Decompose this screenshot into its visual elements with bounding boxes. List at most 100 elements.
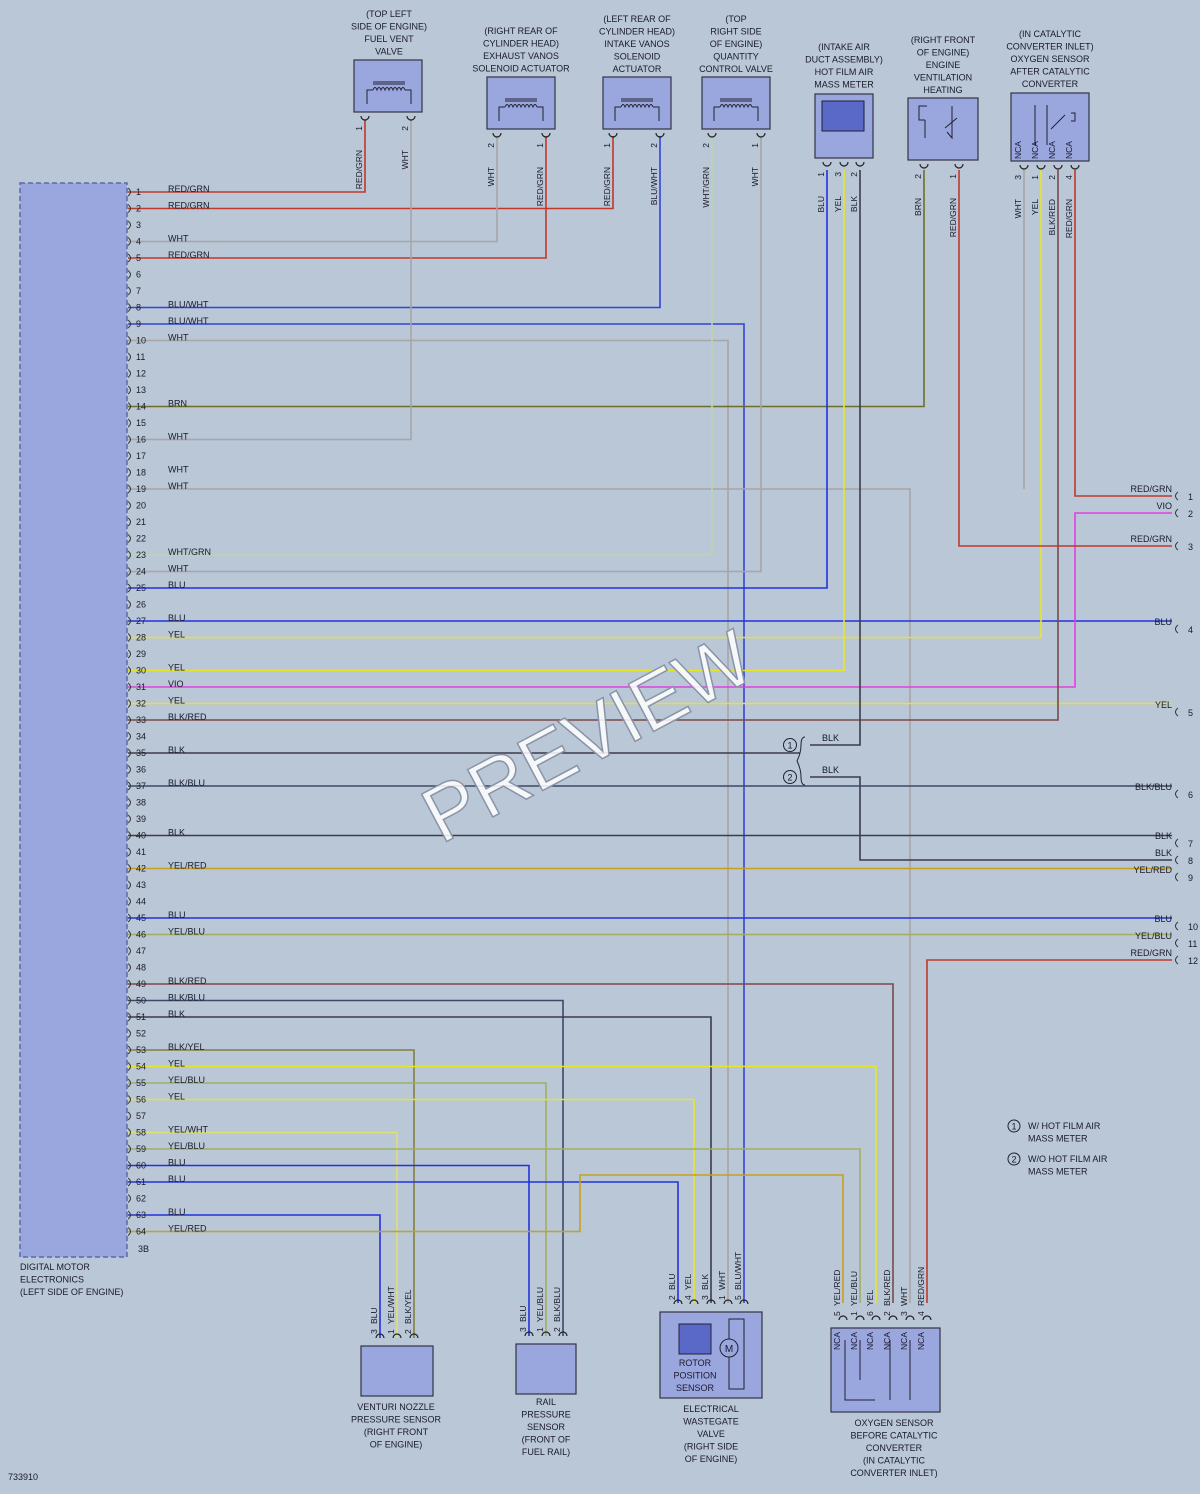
electrical-wastegate-valve-label: (RIGHT SIDE xyxy=(684,1442,738,1452)
ecu-pin-mark xyxy=(127,270,131,279)
ecu-pin-number: 37 xyxy=(136,781,146,791)
wire-splice-1 xyxy=(810,170,861,746)
hot-film-air-mass-meter-label: DUCT ASSEMBLY) xyxy=(805,55,883,65)
right-pin-mark xyxy=(1175,789,1179,799)
hot-film-air-mass-meter-pin-wire: BLK xyxy=(849,196,859,212)
wire-rc-1 xyxy=(1074,170,1172,497)
wire-ecu-30 xyxy=(128,170,845,672)
quantity-control-valve-solenoid xyxy=(713,106,759,121)
fuel-vent-valve-solenoid-coil xyxy=(372,87,406,92)
wire-ecu-5 xyxy=(128,136,547,259)
wire-ecu-28 xyxy=(128,170,1042,639)
ecu-wire-label: BLU xyxy=(168,613,186,623)
ecu-wire-label: YEL/RED xyxy=(168,1224,207,1234)
ecu-pin-number: 29 xyxy=(136,649,146,659)
electrical-wastegate-valve-label: ELECTRICAL xyxy=(683,1404,739,1414)
electrical-wastegate-valve-pin-number: 4 xyxy=(683,1295,693,1300)
ecu-pin-mark xyxy=(127,880,131,890)
intake-vanos xyxy=(602,76,672,130)
ecu-pin-mark xyxy=(127,534,131,543)
right-pin-mark xyxy=(1175,838,1179,848)
oxygen-sensor-before-pin-contact xyxy=(905,1315,915,1321)
rail-pressure-sensor-label: (FRONT OF xyxy=(522,1435,571,1445)
ecu-wire-label: YEL xyxy=(168,1092,185,1102)
engine-ventilation-heating-label: VENTILATION xyxy=(914,73,972,83)
hot-film-air-mass-meter-pin xyxy=(839,161,849,167)
components-layer xyxy=(19,59,1179,1413)
ecu-pin-number: 59 xyxy=(136,1144,146,1154)
oxygen-sensor-after-nca: NCA xyxy=(1047,141,1057,159)
quantity-control-valve-pin-number: 2 xyxy=(701,143,711,148)
diagram-id: 733910 xyxy=(8,1472,38,1482)
motor-letter: M xyxy=(725,1344,733,1355)
exhaust-vanos-label: (RIGHT REAR OF xyxy=(484,26,558,36)
ecu-pin-number: 23 xyxy=(136,550,146,560)
ecu-pin-number: 1 xyxy=(136,187,141,197)
fuel-vent-valve-label: (TOP LEFT xyxy=(366,9,412,19)
right-wire-label: BLK xyxy=(1155,831,1172,841)
oxygen-sensor-after-pin-wire: WHT xyxy=(1013,199,1023,218)
hot-film-air-mass-meter-pin-number: 2 xyxy=(849,172,859,177)
quantity-control-valve-pin-wire: WHT/GRN xyxy=(701,167,711,208)
electrical-wastegate-valve-label: VALVE xyxy=(697,1429,725,1439)
venturi-nozzle-pressure-sensor-pin-number: 3 xyxy=(369,1329,379,1334)
electrical-wastegate-valve-pin-contact xyxy=(739,1299,749,1305)
oxygen-sensor-after-symbol xyxy=(1034,105,1076,145)
wire-ecu-54 xyxy=(128,1065,877,1303)
ecu-pin-mark xyxy=(127,1128,131,1137)
ecu-wire-label: YEL xyxy=(168,630,185,640)
venturi-nozzle-pressure-sensor-pin-wire: BLU xyxy=(369,1307,379,1324)
ecu-pin-number: 31 xyxy=(136,682,146,692)
splice-brace xyxy=(796,736,806,786)
intake-vanos-pin-number: 2 xyxy=(649,143,659,148)
engine-ventilation-heating-label: ENGINE xyxy=(926,60,961,70)
ecu-pin-mark xyxy=(127,352,131,362)
ecu-pin-mark xyxy=(127,831,131,840)
right-pin-number: 10 xyxy=(1188,922,1198,932)
ecu-pin-mark xyxy=(127,484,131,494)
oxygen-sensor-after-pin xyxy=(1053,164,1063,170)
right-wire-label: YEL xyxy=(1155,700,1172,710)
ecu-pin-mark xyxy=(127,1029,131,1038)
ecu-wire-label: BLU xyxy=(168,580,186,590)
ecu-pin-number: 32 xyxy=(136,699,146,709)
venturi-nozzle-pressure-sensor-pin-number: 1 xyxy=(386,1329,396,1334)
ecu-pin-mark xyxy=(127,402,131,411)
ecu-pin-mark xyxy=(127,913,131,923)
exhaust-vanos-pin xyxy=(492,132,502,138)
ecu-pin-number: 5 xyxy=(136,253,141,263)
oxygen-sensor-before-pin-wire: YEL/RED xyxy=(832,1270,842,1306)
ecu-pin-number: 25 xyxy=(136,583,146,593)
ecu-block xyxy=(19,182,128,1258)
ecu-wire-label: BLK xyxy=(168,1009,185,1019)
rail-pressure-sensor-label: SENSOR xyxy=(527,1422,566,1432)
ecu-pin-number: 45 xyxy=(136,913,146,923)
ecu-pin-mark xyxy=(127,1161,131,1170)
oxygen-sensor-before-pin-contact xyxy=(838,1315,848,1321)
engine-ventilation-heating-pin xyxy=(919,163,929,169)
ecu-pin-number: 54 xyxy=(136,1062,146,1072)
right-pin-number: 8 xyxy=(1188,856,1193,866)
ecu-pin-mark xyxy=(127,1210,131,1220)
wire-ecu-63 xyxy=(128,1214,381,1338)
wire-rc-12 xyxy=(926,959,1172,1303)
ecu-wire-label: WHT/GRN xyxy=(168,547,211,557)
ecu-pin-mark xyxy=(127,303,131,312)
ecu-label: ELECTRONICS xyxy=(20,1275,84,1285)
hot-film-air-mass-meter-pin xyxy=(855,161,865,167)
ecu-pin-mark xyxy=(127,633,131,642)
wire-ecu-25 xyxy=(128,170,828,589)
oxygen-sensor-before-pin-number: 1 xyxy=(849,1311,859,1316)
ecu-pin-mark xyxy=(127,946,131,956)
rotor-position-sensor-element xyxy=(678,1323,712,1355)
intake-vanos-label: SOLENOID xyxy=(614,52,661,62)
ecu-pin-mark xyxy=(127,187,131,197)
ecu-pin-mark xyxy=(127,600,131,609)
rail-pressure-sensor-pin-number: 2 xyxy=(552,1327,562,1332)
oxygen-sensor-before-label: BEFORE CATALYTIC xyxy=(850,1431,938,1441)
venturi-nozzle-pressure-sensor xyxy=(360,1345,434,1397)
ecu-wire-label: YEL/BLU xyxy=(168,1141,205,1151)
venturi-nozzle-pressure-sensor-label: OF ENGINE) xyxy=(370,1440,423,1450)
